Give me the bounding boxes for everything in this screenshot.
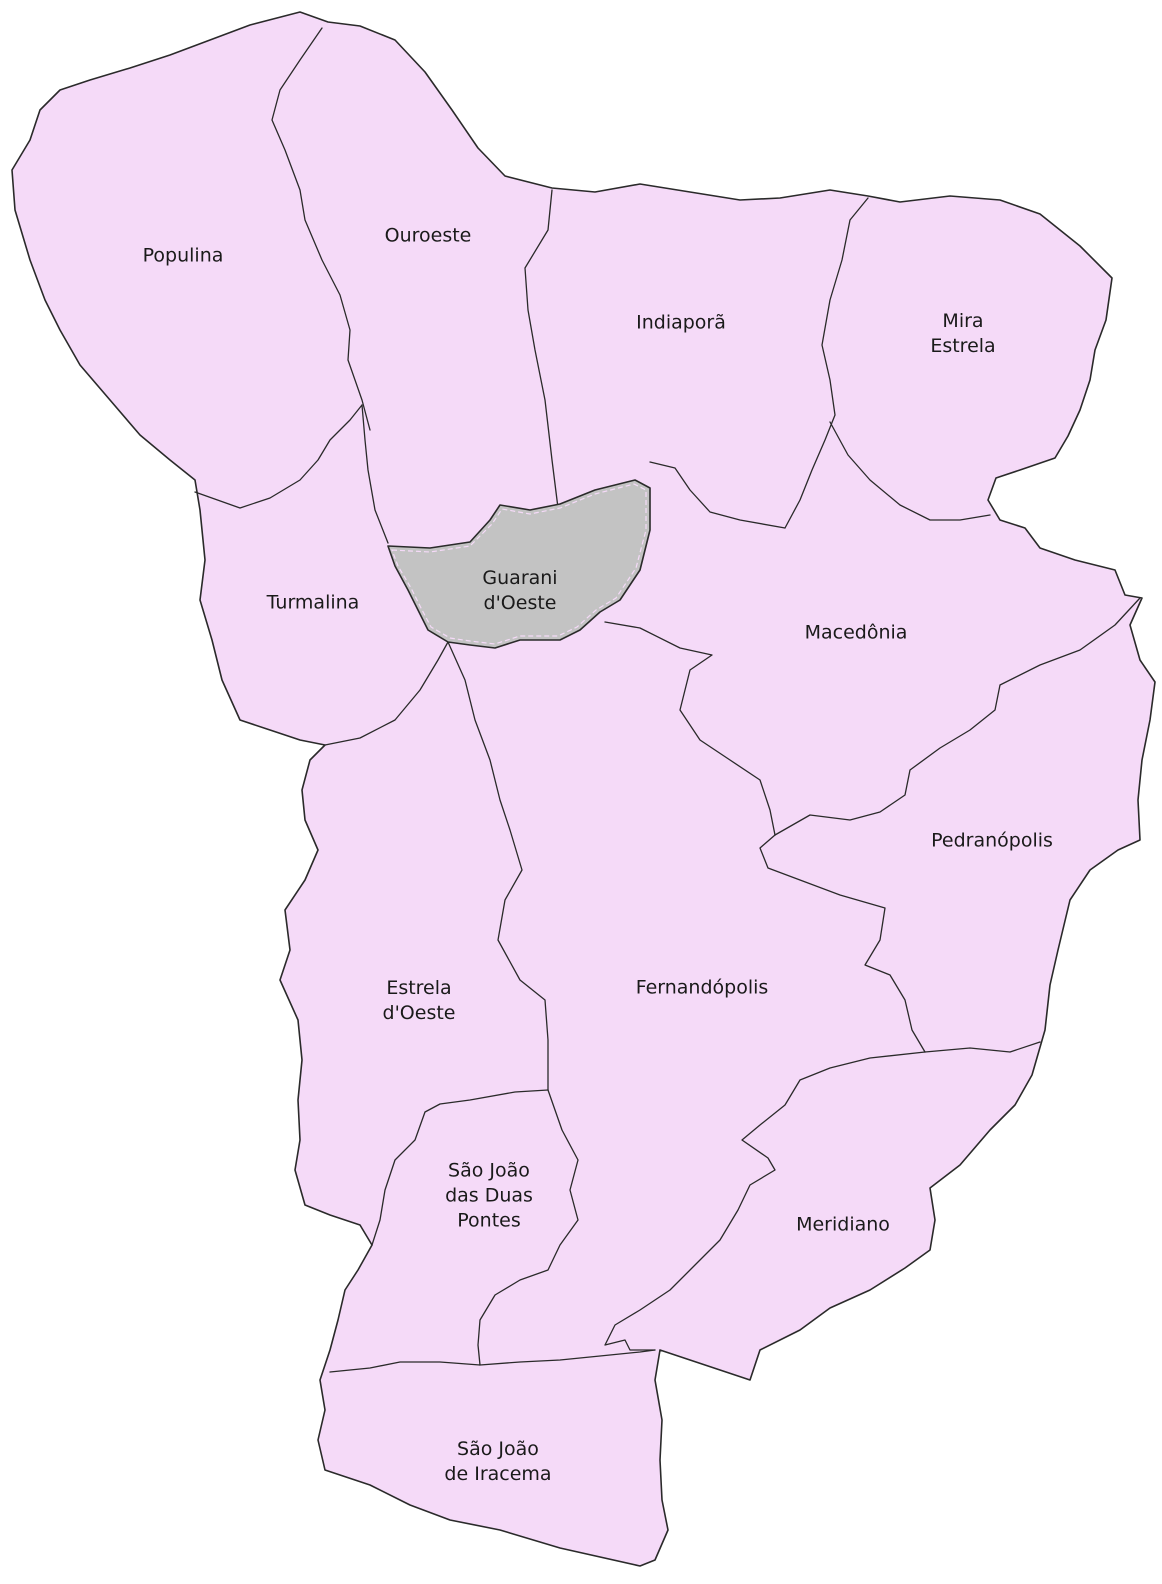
boundary-indiapora-macedonia [649, 461, 786, 529]
boundary-guarani-macedonia-fernandopolis [604, 621, 776, 836]
region-guarani-doeste-highlight [387, 479, 651, 649]
boundary-turmalina-estrela-doeste [324, 641, 449, 746]
boundary-indiapora-mira-estrela [784, 197, 869, 529]
label-sao-joao-das-duas-pontes: São João das Duas Pontes [445, 1159, 533, 1232]
label-sao-joao-de-iracema: São João de Iracema [444, 1438, 552, 1485]
boundary-fernandopolis-pedranopolis [759, 834, 926, 1053]
label-pedranopolis: Pedranópolis [931, 829, 1053, 852]
boundary-estrela-doeste-fernandopolis [447, 641, 549, 1091]
boundary-ouroeste-turmalina [361, 404, 389, 544]
boundary-sao-joao-de-iracema-north [329, 1349, 656, 1373]
label-mira-estrela: Mira Estrela [930, 310, 996, 357]
boundary-estrela-doeste-sao-joao-das-duas-pontes [371, 1089, 549, 1246]
microregion-outline [11, 11, 1156, 1567]
boundary-sao-joao-das-duas-pontes-fernandopolis [477, 1089, 579, 1366]
boundary-macedonia-pedranopolis [774, 597, 1141, 836]
boundary-ouroeste-indiapora [524, 189, 559, 509]
boundary-mira-estrela-macedonia [829, 421, 991, 521]
region-guarani-doeste-inner-outline [391, 483, 647, 645]
boundary-populina-ouroeste [271, 27, 371, 431]
label-ouroeste: Ouroeste [384, 224, 472, 247]
label-indiapora: Indiaporã [636, 311, 726, 334]
boundary-pedranopolis-meridiano [924, 1041, 1041, 1053]
label-guarani-doeste: Guarani d'Oeste [482, 567, 558, 614]
label-estrela-doeste: Estrela d'Oeste [382, 977, 456, 1024]
label-meridiano: Meridiano [796, 1213, 890, 1236]
label-fernandopolis: Fernandópolis [635, 976, 769, 999]
label-turmalina: Turmalina [266, 591, 360, 614]
boundary-populina-turmalina [194, 404, 363, 509]
label-populina: Populina [142, 244, 224, 267]
label-macedonia: Macedônia [804, 621, 908, 644]
boundary-fernandopolis-meridiano [604, 1051, 926, 1351]
